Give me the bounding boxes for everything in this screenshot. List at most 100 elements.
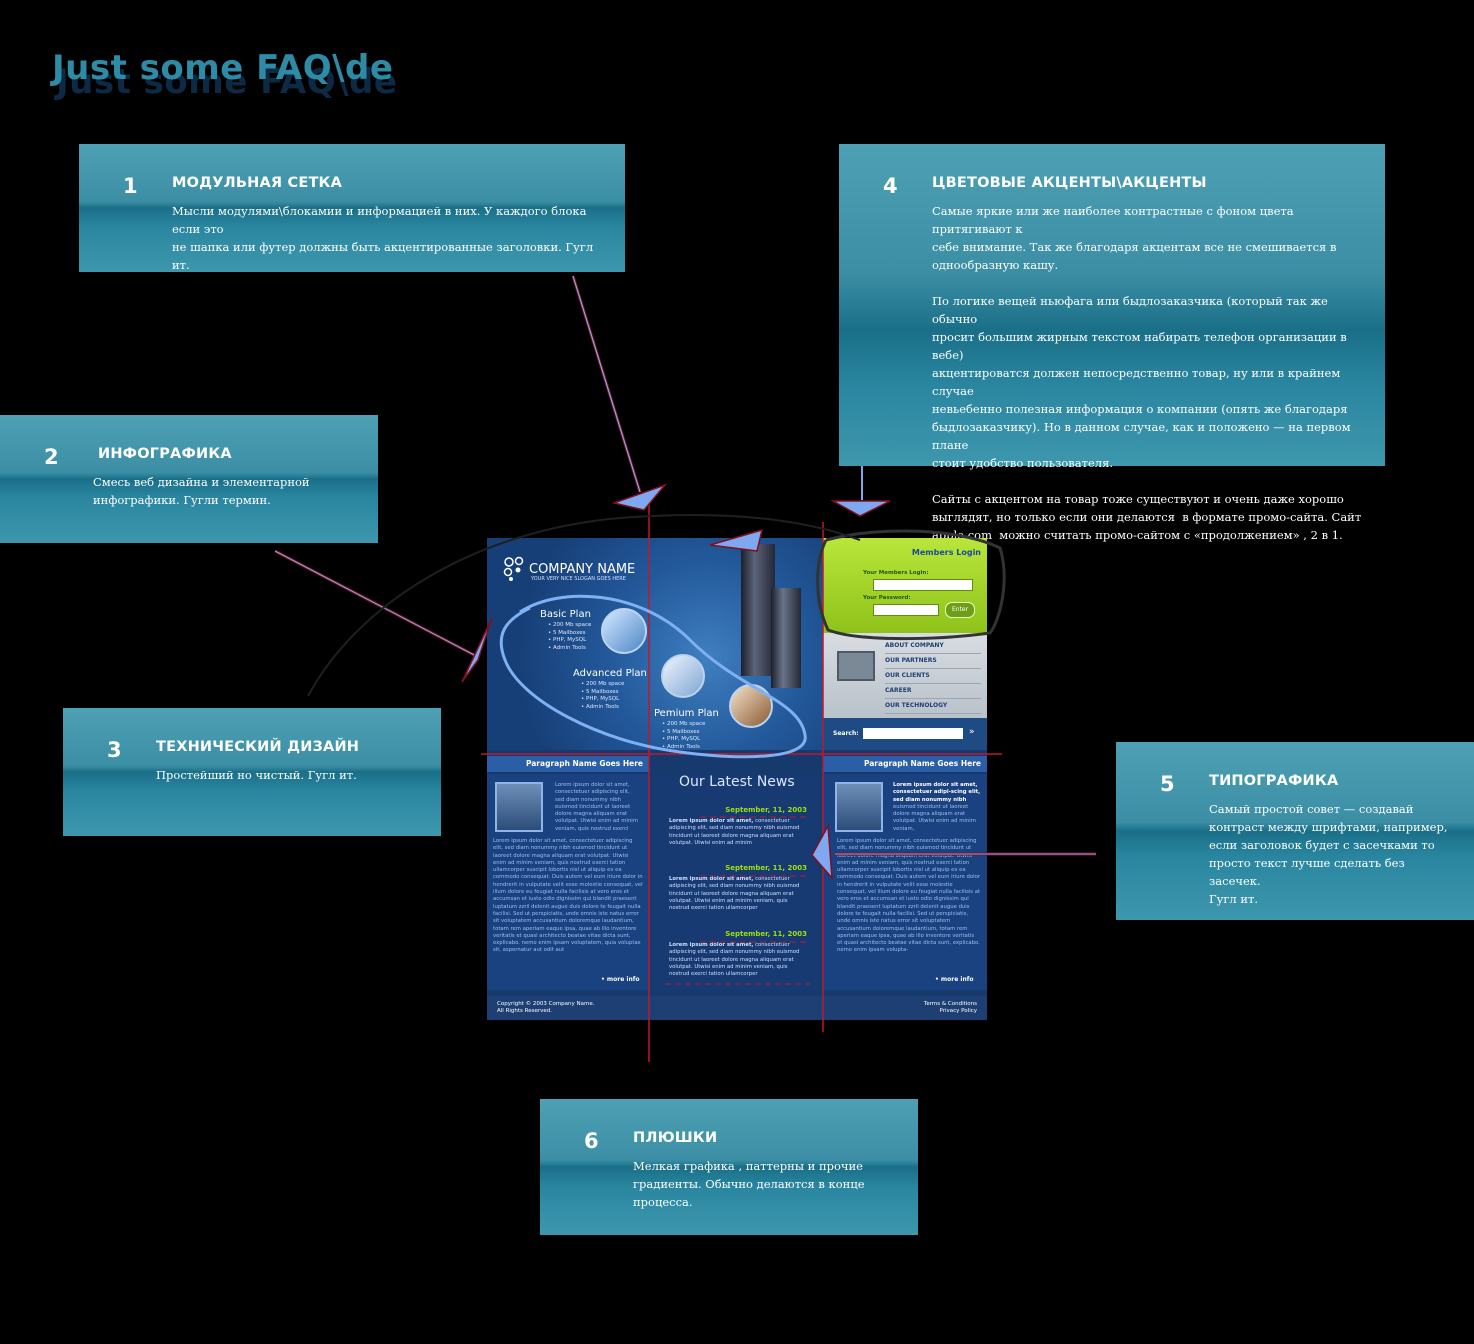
left-column-heading: Paragraph Name Goes Here — [487, 756, 649, 772]
plan-feature: PHP, MySQL — [548, 637, 591, 645]
right-more-info-link[interactable]: • more info — [935, 976, 974, 983]
panel-body: Простейший но чистый. Гугл ит. — [156, 768, 357, 782]
password-label: Your Password: — [863, 595, 911, 601]
panel-extras: 6 ПЛЮШКИ Мелкая графика , паттерны и про… — [540, 1099, 918, 1235]
plan-name: Basic Plan — [540, 609, 591, 620]
panel-heading: ПЛЮШКИ — [633, 1130, 718, 1146]
arrow-line — [572, 275, 641, 493]
plan-feature: PHP, MySQL — [662, 736, 719, 744]
login-input[interactable] — [873, 579, 973, 591]
news-date: September, 11, 2003 — [725, 806, 807, 814]
terms-link[interactable]: Terms & Conditions — [923, 1001, 977, 1007]
right-intro-text: Lorem ipsum dolor sit amet, consectetuer… — [893, 782, 981, 836]
news-column: September, 11, 2003 Lorem ipsum dolor si… — [655, 774, 817, 990]
plan-features: 200 Mb space 5 Mailboxes PHP, MySQL Admi… — [573, 681, 647, 711]
logo-icon — [503, 556, 524, 581]
footer-copyright: Copyright © 2003 Company Name. All Right… — [497, 1001, 595, 1015]
plan-basic[interactable]: Basic Plan 200 Mb space 5 Mailboxes PHP,… — [540, 609, 591, 652]
password-input[interactable] — [873, 604, 939, 616]
panel-heading: ТИПОГРАФИКА — [1209, 773, 1339, 789]
plan-feature: Admin Tools — [581, 704, 647, 712]
panel-infographic: 2 ИНФОГРАФИКА Смесь веб дизайна и элемен… — [0, 415, 378, 543]
plan-feature: 200 Mb space — [548, 622, 591, 630]
plan-feature: Admin Tools — [548, 645, 591, 653]
website-mockup: COMPANY NAME YOUR VERY NICE SLOGAN GOES … — [487, 538, 987, 1020]
menu-item-technology[interactable]: OUR TECHNOLOGY — [885, 698, 981, 714]
plan-advanced[interactable]: Advanced Plan 200 Mb space 5 Mailboxes P… — [573, 668, 647, 711]
plan-feature: 5 Mailboxes — [548, 630, 591, 638]
plan-image — [601, 608, 647, 654]
person-photo — [835, 782, 883, 832]
plan-feature: 5 Mailboxes — [662, 729, 719, 737]
panel-body: Смесь веб дизайна и элементарной инфогра… — [93, 475, 310, 507]
menu-item-clients[interactable]: OUR CLIENTS — [885, 668, 981, 684]
login-title: Members Login — [911, 548, 981, 557]
plan-feature: 200 Mb space — [662, 721, 719, 729]
news-text: Lorem ipsum dolor sit amet, consectetuer… — [669, 876, 807, 918]
right-intro-bold: Lorem ipsum dolor sit amet, consectetuer… — [893, 782, 981, 803]
menu-item-career[interactable]: CAREER — [885, 683, 981, 699]
left-body-text: Lorem ipsum dolor sit amet, consectetuer… — [493, 838, 643, 954]
plan-features: 200 Mb space 5 Mailboxes PHP, MySQL Admi… — [540, 622, 591, 652]
page-title: Just some FAQ\de — [52, 48, 394, 88]
search-go-icon[interactable]: » — [969, 727, 975, 737]
plan-features: 200 Mb space 5 Mailboxes PHP, MySQL Admi… — [654, 721, 719, 751]
footer-links: Terms & Conditions Privacy Policy — [924, 1001, 977, 1015]
left-more-info-link[interactable]: • more info — [601, 976, 640, 983]
rights-line: All Rights Reserved. — [497, 1008, 553, 1014]
arrow-head — [611, 483, 668, 511]
plan-image — [661, 654, 705, 698]
panel-typography: 5 ТИПОГРАФИКА Самый простой совет — созд… — [1116, 742, 1474, 920]
plan-feature: 200 Mb space — [581, 681, 647, 689]
panel-number: 5 — [1160, 772, 1175, 796]
plan-feature: Admin Tools — [662, 744, 719, 752]
panel-body: Самые яркие или же наиболее контрастные … — [932, 204, 1362, 542]
page-title-shadow: Just some FAQ\de — [56, 62, 398, 102]
plan-feature: PHP, MySQL — [581, 696, 647, 704]
arrow-line — [571, 275, 642, 493]
news-body: consectetuer adipiscing elit, sed diam n… — [669, 876, 800, 912]
arrow-line — [274, 550, 479, 658]
search-label: Search: — [833, 730, 859, 737]
news-text: Lorem ipsum dolor sit amet, consectetuer… — [669, 818, 807, 852]
panel-heading: МОДУЛЬНАЯ СЕТКА — [172, 175, 343, 191]
news-date: September, 11, 2003 — [725, 864, 807, 872]
search-bar: Search: » — [823, 718, 987, 750]
menu-item-partners[interactable]: OUR PARTNERS — [885, 653, 981, 669]
menu-item-about[interactable]: ABOUT COMPANY — [885, 638, 981, 654]
news-date: September, 11, 2003 — [725, 930, 807, 938]
panel-number: 4 — [883, 174, 898, 198]
right-column: Lorem ipsum dolor sit amet, consectetuer… — [823, 774, 987, 990]
person-photo — [495, 782, 543, 832]
computer-image — [837, 651, 875, 681]
privacy-link[interactable]: Privacy Policy — [939, 1008, 977, 1014]
panel-body: Мелкая графика , паттерны и прочие гради… — [633, 1159, 865, 1209]
enter-button[interactable]: Enter — [945, 602, 975, 618]
left-intro-text: Lorem ipsum dolor sit amet, consectetuer… — [555, 782, 638, 832]
news-bold: Lorem ipsum dolor sit amet, — [669, 818, 754, 824]
panel-heading: ЦВЕТОВЫЕ АКЦЕНТЫ\АКЦЕНТЫ — [932, 175, 1207, 191]
panel-technical-design: 3 ТЕХНИЧЕСКИЙ ДИЗАЙН Простейший но чисты… — [63, 708, 441, 836]
panel-heading: ИНФОГРАФИКА — [98, 446, 232, 462]
panel-number: 3 — [107, 738, 122, 762]
company-name: COMPANY NAME — [529, 562, 636, 577]
news-bold: Lorem ipsum dolor sit amet, — [669, 942, 754, 948]
company-slogan: YOUR VERY NICE SLOGAN GOES HERE — [531, 576, 626, 582]
server-image — [771, 588, 801, 688]
mockup-hero: COMPANY NAME YOUR VERY NICE SLOGAN GOES … — [487, 538, 823, 750]
server-image — [741, 544, 775, 676]
news-bold: Lorem ipsum dolor sit amet, — [669, 876, 754, 882]
side-menu: ABOUT COMPANY OUR PARTNERS OUR CLIENTS C… — [823, 633, 987, 718]
panel-heading: ТЕХНИЧЕСКИЙ ДИЗАЙН — [156, 739, 360, 755]
search-input[interactable] — [863, 728, 963, 739]
panel-color-accents: 4 ЦВЕТОВЫЕ АКЦЕНТЫ\АКЦЕНТЫ Самые яркие и… — [839, 144, 1385, 542]
arrow-line — [274, 549, 479, 659]
plan-premium[interactable]: Pemium Plan 200 Mb space 5 Mailboxes PHP… — [654, 708, 719, 751]
news-body: consectetuer adipiscing elit, sed diam n… — [669, 818, 800, 846]
members-login: Members Login Your Members Login: Your P… — [823, 538, 987, 633]
news-body: consectetuer adipiscing elit, sed diam n… — [669, 942, 800, 978]
panel-body: Самый простой совет — создавай контраст … — [1209, 802, 1448, 906]
panel-number: 2 — [44, 445, 59, 469]
copyright-line: Copyright © 2003 Company Name. — [497, 1001, 595, 1007]
news-text: Lorem ipsum dolor sit amet, consectetuer… — [669, 942, 807, 984]
